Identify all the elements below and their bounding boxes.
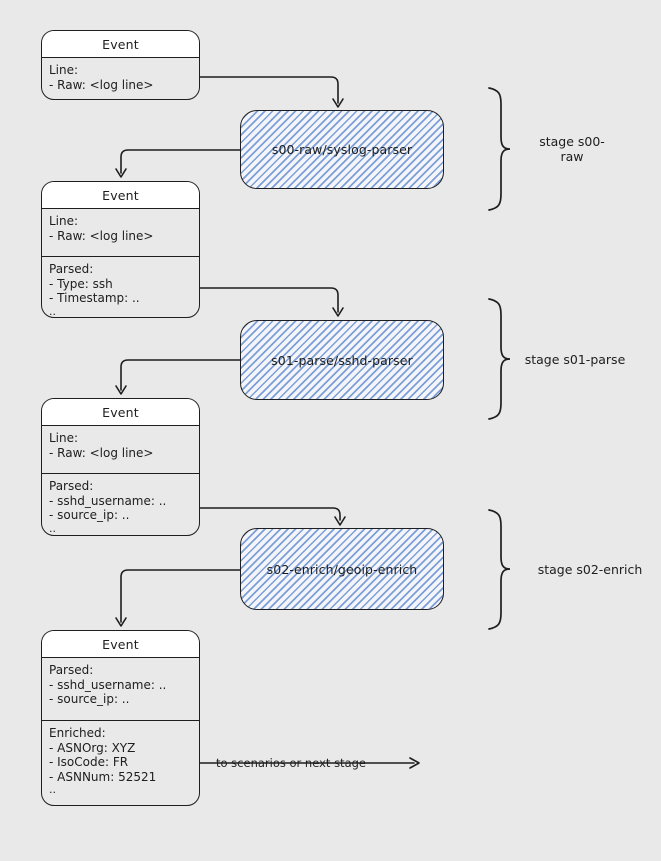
stage-label-s01: stage s01-parse [524, 352, 626, 367]
connector-output-arrow [199, 757, 420, 769]
field-sshd-username: - sshd_username: .. [49, 677, 167, 692]
stage-brace-s01 [488, 298, 511, 420]
field-line: Line: [49, 214, 79, 228]
event-node-3: Event Line: - Raw: <log line> Parsed: - … [41, 398, 200, 536]
node-title-text: Event [102, 636, 139, 652]
field-parsed: Parsed: [49, 262, 94, 276]
field-ellipsis: .. [49, 783, 56, 795]
connector-event2-to-parser2 [199, 287, 344, 317]
event-node-3-group-parsed: Parsed: - sshd_username: .. - source_ip:… [42, 473, 199, 534]
parser-label: s02-enrich/geoip-enrich [266, 561, 418, 577]
stage-brace-s02 [488, 509, 511, 630]
parser-label: s01-parse/sshd-parser [271, 352, 413, 368]
field-parsed: Parsed: [49, 479, 94, 493]
field-asnnum: - ASNNum: 52521 [49, 769, 157, 784]
event-node-1-title: Event [42, 31, 199, 58]
event-node-2-title: Event [42, 182, 199, 209]
event-node-2-group-parsed: Parsed: - Type: ssh - Timestamp: .. .. [42, 256, 199, 317]
field-parsed: Parsed: [49, 663, 94, 677]
event-node-2: Event Line: - Raw: <log line> Parsed: - … [41, 181, 200, 318]
field-line: Line: [49, 63, 79, 77]
field-isocode: - IsoCode: FR [49, 755, 129, 769]
connector-parser3-to-event4 [115, 569, 241, 627]
field-source-ip: - source_ip: .. [49, 508, 130, 522]
field-source-ip: - source_ip: .. [49, 692, 130, 706]
parser-node-s02: s02-enrich/geoip-enrich [240, 528, 444, 610]
event-node-4-group-enriched: Enriched: - ASNOrg: XYZ - IsoCode: FR - … [42, 720, 199, 795]
field-line: Line: [49, 431, 79, 445]
field-raw: - Raw: <log line> [49, 77, 154, 92]
field-enriched: Enriched: [49, 726, 106, 740]
field-ellipsis: .. [49, 521, 56, 534]
parser-node-s01: s01-parse/sshd-parser [240, 320, 444, 400]
parser-label: s00-raw/syslog-parser [271, 142, 413, 157]
connector-event3-to-parser3 [199, 507, 346, 526]
parser-node-s00: s00-raw/syslog-parser [240, 110, 444, 189]
event-node-3-title: Event [42, 399, 199, 426]
node-title-text: Event [102, 36, 139, 52]
field-raw: - Raw: <log line> [49, 228, 154, 243]
event-node-2-group-line: Line: - Raw: <log line> [42, 209, 199, 256]
field-asnorg: - ASNOrg: XYZ [49, 740, 136, 755]
field-ellipsis: .. [49, 304, 56, 317]
event-node-3-group-line: Line: - Raw: <log line> [42, 426, 199, 473]
connector-event1-to-parser1 [199, 76, 344, 108]
field-sshd-username: - sshd_username: .. [49, 493, 167, 508]
event-node-4: Event Parsed: - sshd_username: .. - sour… [41, 630, 200, 806]
output-arrow-label: to scenarios or next stage [215, 756, 366, 770]
stage-brace-s00 [488, 87, 511, 211]
node-title-text: Event [102, 187, 139, 203]
node-title-text: Event [102, 404, 139, 420]
stage-label-s02: stage s02-enrich [537, 562, 643, 577]
event-node-1: Event Line: - Raw: <log line> [41, 30, 200, 100]
connector-parser2-to-event3 [115, 359, 241, 395]
field-timestamp: - Timestamp: .. [49, 291, 140, 305]
field-raw: - Raw: <log line> [49, 445, 154, 460]
connector-parser1-to-event2 [115, 149, 241, 178]
stage-label-s00: stage s00- raw [539, 134, 605, 164]
event-node-4-title: Event [42, 631, 199, 658]
event-node-1-group-line: Line: - Raw: <log line> [42, 58, 199, 92]
event-node-4-group-parsed: Parsed: - sshd_username: .. - source_ip:… [42, 658, 199, 720]
field-type: - Type: ssh [49, 276, 113, 291]
